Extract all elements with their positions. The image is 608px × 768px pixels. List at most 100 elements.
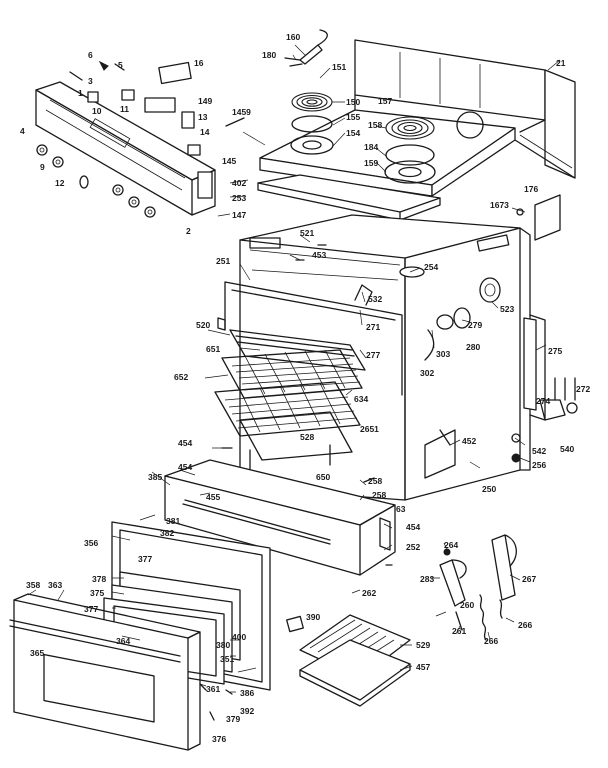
callout-379: 379 — [226, 714, 240, 724]
oven-rack-upper — [221, 349, 363, 399]
bake-element — [239, 411, 353, 471]
callout-labels: 160 180 151 21 150 155 154 157 158 184 1… — [20, 32, 590, 744]
surface-element-small — [290, 92, 346, 155]
callout-380: 380 — [216, 640, 230, 650]
callout-376: 376 — [212, 734, 226, 744]
callout-303: 303 — [436, 349, 450, 359]
storage-drawer — [164, 459, 396, 576]
callout-184: 184 — [364, 142, 378, 152]
callout-457: 262 — [362, 588, 376, 598]
callout-392: 392 — [240, 706, 254, 716]
callout-351: 351 — [220, 654, 234, 664]
oven-body — [239, 214, 531, 501]
callout-523: 523 — [500, 304, 514, 314]
callout-652: 652 — [174, 372, 188, 382]
callout-542: 542 — [532, 446, 546, 456]
callout-267: 266 — [484, 636, 498, 646]
callout-154: 154 — [346, 128, 360, 138]
callout-262: 264 — [444, 540, 458, 550]
callout-377b: 377 — [84, 604, 98, 614]
callout-251: 251 — [216, 256, 230, 266]
surface-element-large — [375, 116, 436, 184]
callout-264: 283 — [420, 574, 434, 584]
callout-151: 151 — [332, 62, 346, 72]
callout-10: 10 — [92, 106, 102, 116]
oven-broil-element — [229, 284, 373, 371]
callout-149: 149 — [198, 96, 212, 106]
terminal-block — [284, 29, 328, 67]
callout-280: 280 — [466, 342, 480, 352]
callout-375: 375 — [90, 588, 104, 598]
callout-651: 651 — [206, 344, 220, 354]
callout-250: 250 — [482, 484, 496, 494]
callout-358: 358 — [26, 580, 40, 590]
callout-550: 529 — [416, 640, 430, 650]
callout-1459: 1459 — [232, 107, 251, 117]
callout-254: 254 — [424, 262, 438, 272]
callout-453: 453 — [312, 250, 326, 260]
control-panel-backguard — [35, 81, 216, 216]
callout-455: 455 — [206, 492, 220, 502]
callout-365: 365 — [30, 648, 44, 658]
callout-252: 252 — [406, 542, 420, 552]
callout-356: 356 — [84, 538, 98, 548]
callout-400: 400 — [232, 632, 246, 642]
callout-1673: 1673 — [490, 200, 509, 210]
callout-261: 267 — [522, 574, 536, 584]
callout-12: 12 — [55, 178, 65, 188]
callout-377: 377 — [138, 554, 152, 564]
callout-11: 11 — [120, 104, 129, 114]
callout-256: 256 — [532, 460, 546, 470]
callout-521: 521 — [300, 228, 314, 238]
callout-160: 160 — [286, 32, 300, 42]
callout-2651: 2651 — [360, 424, 379, 434]
callout-402: 402 — [232, 178, 246, 188]
callout-13: 13 — [198, 112, 208, 122]
control-knobs — [36, 144, 156, 218]
main-top — [259, 39, 576, 197]
broiler-pan — [286, 614, 411, 707]
callout-390: 390 — [306, 612, 320, 622]
callout-528: 528 — [300, 432, 314, 442]
callout-147: 147 — [232, 210, 246, 220]
callout-253: 253 — [232, 193, 246, 203]
callout-277: 277 — [366, 350, 380, 360]
oven-front-frame — [217, 281, 403, 396]
callout-385: 385 — [148, 472, 162, 482]
callout-271: 271 — [366, 322, 380, 332]
callout-176: 176 — [524, 184, 538, 194]
callout-150: 150 — [346, 97, 360, 107]
callout-2: 2 — [186, 226, 191, 236]
callout-4: 4 — [20, 126, 25, 136]
oven-rack-lower — [214, 381, 361, 437]
callout-275: 275 — [548, 346, 562, 356]
callout-21: 21 — [556, 58, 566, 68]
callout-634: 634 — [354, 394, 368, 404]
callout-650: 650 — [316, 472, 330, 482]
callout-258b: 258 — [372, 490, 386, 500]
leader-lines — [27, 44, 561, 693]
oven-side-components — [399, 266, 546, 479]
switches-and-brackets — [69, 60, 245, 199]
callout-145: 145 — [222, 156, 236, 166]
callout-529: 457 — [416, 662, 430, 672]
callout-454b: 454 — [178, 462, 192, 472]
callout-5: 5 — [118, 60, 123, 70]
callout-454c: 454 — [406, 522, 420, 532]
element-drip-bowl-tray — [257, 174, 441, 221]
callout-180: 180 — [262, 50, 276, 60]
callout-381: 381 — [166, 516, 180, 526]
callout-279: 279 — [468, 320, 482, 330]
callout-9: 9 — [40, 162, 45, 172]
callout-361: 361 — [206, 684, 220, 694]
callout-532: 532 — [368, 294, 382, 304]
callout-266: 266 — [518, 620, 532, 630]
callout-14: 14 — [200, 127, 210, 137]
callout-540: 540 — [560, 444, 574, 454]
callout-260: 261 — [452, 626, 466, 636]
callout-302: 302 — [420, 368, 434, 378]
callout-1: 1 — [78, 88, 83, 98]
callout-283: 260 — [460, 600, 474, 610]
oven-door-outer-panel — [9, 593, 201, 751]
callout-386: 386 — [240, 688, 254, 698]
